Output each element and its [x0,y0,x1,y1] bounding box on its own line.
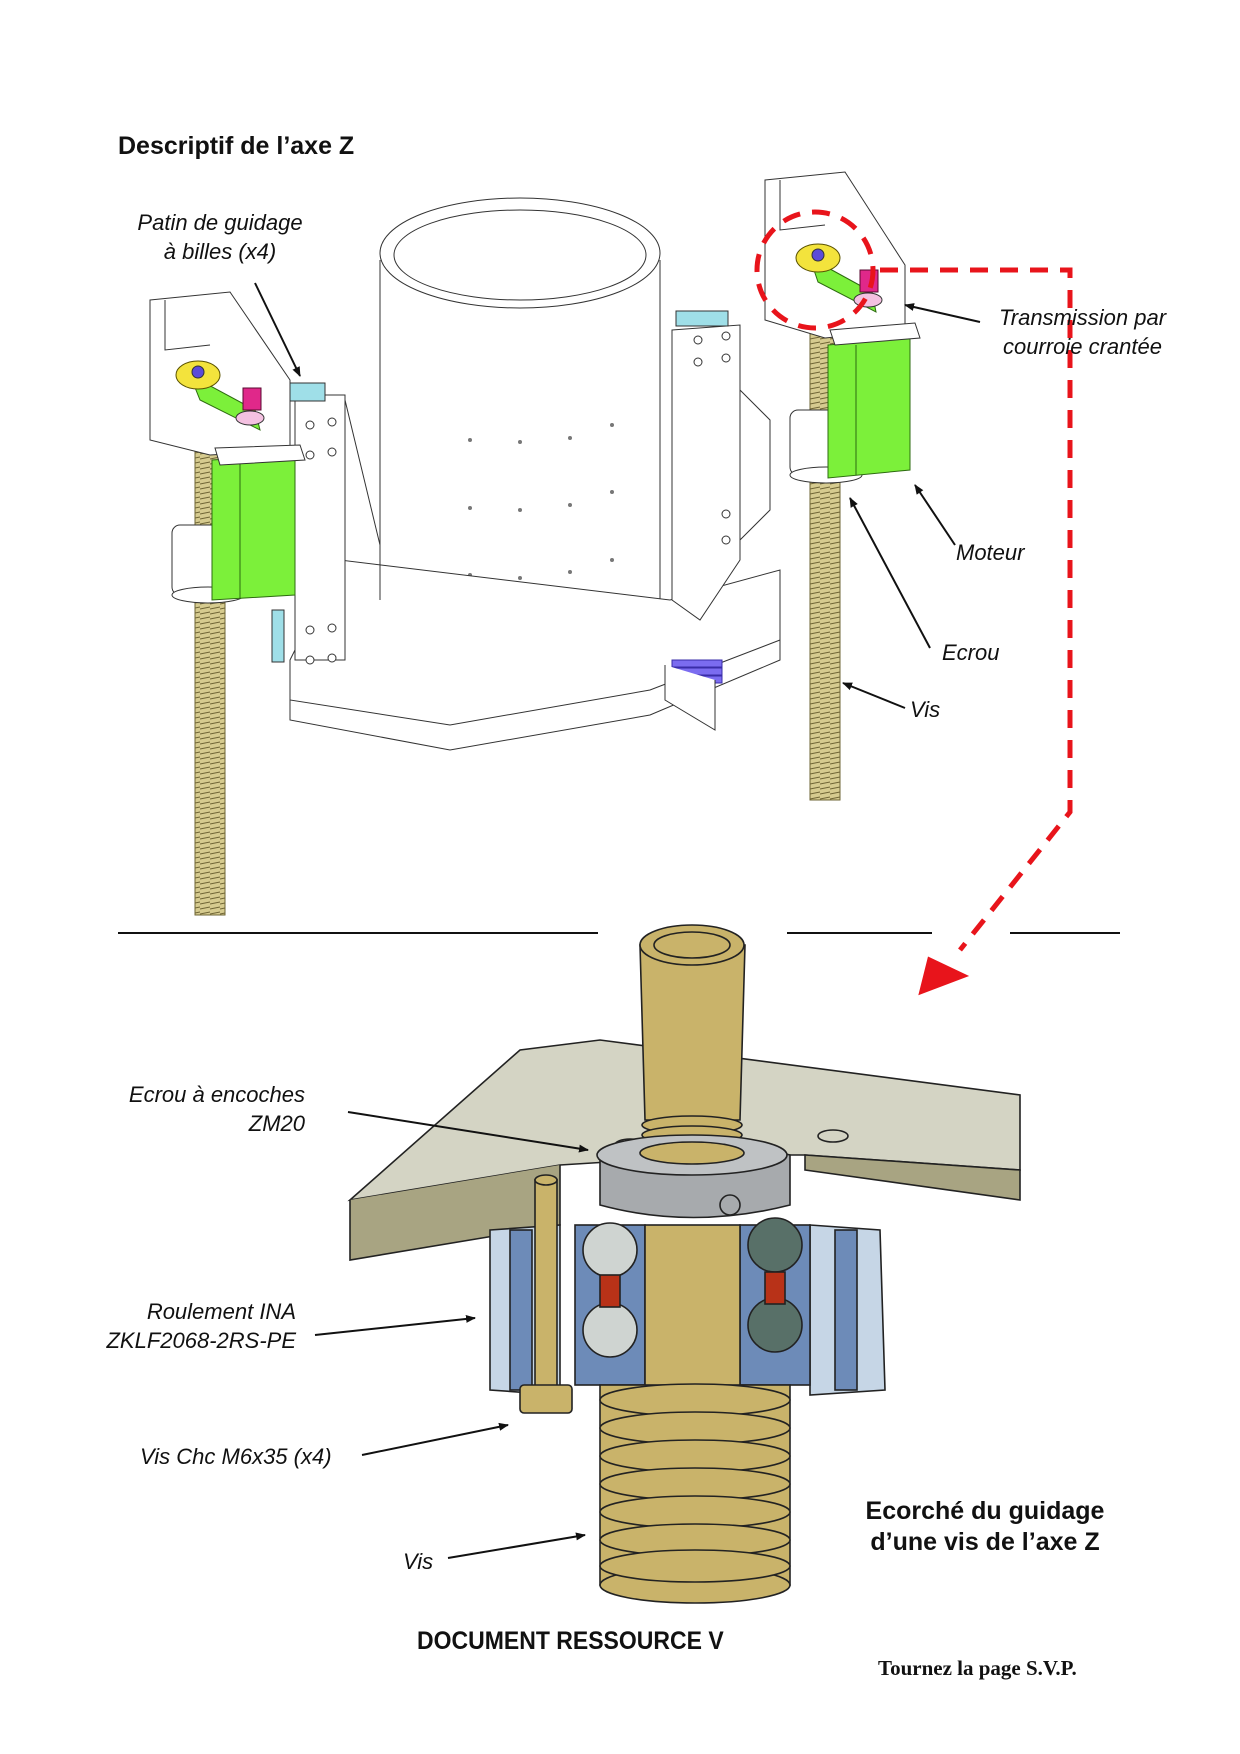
cutaway-caption: Ecorché du guidage d’une vis de l’axe Z [830,1496,1140,1558]
guide-carriage [675,310,729,327]
label-transmission: Transmission par courroie crantée [975,303,1190,361]
cutaway-caption-line2: d’une vis de l’axe Z [870,1528,1100,1556]
bearing-ball [582,1222,638,1278]
right-z-unit [764,171,921,801]
label-roulement: Roulement INA ZKLF2068-2RS-PE [60,1297,296,1355]
highlight-circle [754,209,876,331]
arrow-vis-top [842,682,906,709]
arrow-patin [254,282,301,377]
top-leader-arrows [254,282,981,709]
zoom-callout [754,209,1073,952]
label-ecrou-encoches: Ecrou à encoches ZM20 [80,1080,305,1138]
callout-arrowhead [918,956,970,996]
label-ecrou: Ecrou [942,640,1000,665]
label-transmission-line2: courroie crantée [1003,334,1162,359]
chc-bolt [534,1179,558,1391]
bearing-ball [747,1297,803,1353]
cutaway-caption-line1: Ecorché du guidage [865,1497,1105,1525]
label-ecrou-encoches-line2: ZM20 [248,1111,305,1136]
label-ecrou-encoches-line1: Ecrou à encoches [128,1082,305,1107]
arrow-roulement [314,1314,476,1336]
label-patin-line2: à billes (x4) [163,239,277,264]
arrow-ecrou-encoches [347,1111,589,1153]
label-vis-bottom: Vis [403,1549,434,1574]
label-roulement-line2: ZKLF2068-2RS-PE [106,1328,296,1353]
section-title: Descriptif de l’axe Z [118,132,355,160]
label-patin-guidage: Patin de guidage à billes (x4) [115,208,325,266]
turn-page-note: Tournez la page S.V.P. [878,1656,1077,1680]
motor-right [827,337,911,479]
left-z-unit [149,291,306,916]
bearing-ball [582,1302,638,1358]
acme-screw [599,1383,791,1604]
label-roulement-line1: Roulement INA [146,1299,296,1324]
axis-z-assembly-drawing [149,171,921,916]
right-column [671,324,741,621]
arrow-vis-bottom [447,1532,586,1559]
label-patin-line1: Patin de guidage [137,210,303,235]
label-transmission-line1: Transmission par [998,305,1167,330]
document-label: DOCUMENT RESSOURCE V [417,1627,724,1655]
screw-shaft [639,944,746,1121]
arrow-vis-chc [361,1422,509,1456]
pulley-small [242,387,262,411]
motor-left [211,454,296,601]
bearing-ball [747,1217,803,1273]
bearing-cutaway-drawing [347,924,1021,1604]
callout-path [880,267,1073,952]
label-vis-chc: Vis Chc M6x35 (x4) [140,1444,332,1469]
label-vis-top: Vis [910,697,941,722]
label-moteur: Moteur [956,540,1025,565]
bottom-leader-arrows [314,1111,589,1559]
guide-carriage [271,609,285,663]
arrow-moteur [914,484,956,546]
arrow-transmission [904,303,981,323]
arrow-ecrou [849,497,931,649]
left-column [294,394,346,661]
